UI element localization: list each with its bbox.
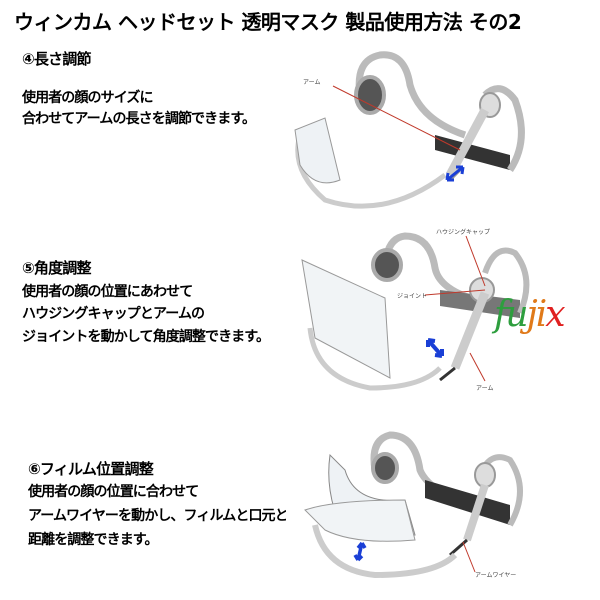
headset-illustration-angle: ハウジングキャップ ジョイント アーム: [301, 228, 530, 392]
section-6-line-3: 距離を調整できます。: [28, 532, 159, 548]
section-4-heading: ④長さ調節: [22, 50, 91, 68]
section-6-line-2: アームワイヤーを動かし、フィルムと口元との: [28, 508, 286, 524]
callout-arm: アーム: [303, 79, 320, 86]
callout-arm: アーム: [476, 385, 493, 392]
section-6-line-1: 使用者の顔の位置に合わせて: [28, 484, 199, 500]
fujix-logo: fujix: [494, 294, 566, 335]
callout-joint: ジョイント: [397, 293, 427, 300]
callout-housing-cap: ハウジングキャップ: [436, 228, 490, 236]
page-title: ウィンカム ヘッドセット 透明マスク 製品使用方法 その2: [14, 10, 522, 34]
section-5-line-2: ハウジングキャップとアームの: [22, 306, 205, 322]
logo-letter: u: [505, 294, 528, 335]
section-5-line-1: 使用者の顔の位置にあわせて: [22, 284, 193, 300]
section-4-line-1: 使用者の顔のサイズに: [22, 90, 153, 106]
section-4-line-2: 合わせてアームの長さを調節できます。: [22, 111, 256, 127]
logo-letter: i: [535, 294, 547, 335]
logo-letter: f: [494, 294, 507, 335]
section-5-heading: ⑤角度調整: [22, 259, 91, 277]
logo-letter: x: [545, 294, 565, 335]
callout-arm-wire: アームワイヤー: [475, 572, 516, 579]
logo-letter: j: [526, 294, 538, 335]
section-5-line-3: ジョイントを動かして角度調整できます。: [22, 329, 270, 345]
headset-illustration-film: アームワイヤー: [304, 431, 523, 579]
headset-illustration-length: アーム: [294, 51, 525, 209]
section-6-heading: ⑥フィルム位置調整: [28, 460, 154, 478]
